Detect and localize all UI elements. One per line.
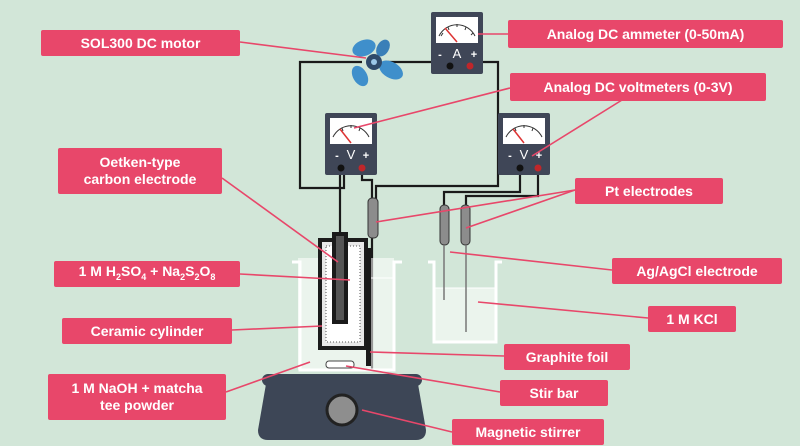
h2so4-part: SO	[120, 262, 142, 279]
voltmeter-right-minus-terminal	[516, 164, 524, 172]
label-ceramic-cylinder: Ceramic cylinder	[62, 318, 232, 344]
ammeter-symbol: A	[453, 46, 462, 61]
label-agcl-electrode: Ag/AgCl electrode	[612, 258, 782, 284]
label-pt-electrodes: Pt electrodes	[575, 178, 723, 204]
h2so4-sub: 8	[210, 271, 216, 282]
voltmeter-left-minus-terminal	[337, 164, 345, 172]
voltmeter-right-minus-sign: -	[508, 150, 512, 162]
label-naoh-matcha: 1 M NaOH + matcha tee powder	[48, 374, 226, 420]
label-dc-motor-text: SOL300 DC motor	[80, 34, 201, 51]
h2so4-part: O	[199, 262, 211, 279]
label-stir-bar: Stir bar	[500, 380, 608, 406]
voltmeter-left-plus-sign: +	[363, 150, 369, 162]
h2so4-part: 1 M H	[78, 262, 116, 279]
label-naoh-line2: tee powder	[100, 397, 174, 413]
ammeter-minus-terminal	[446, 62, 454, 70]
wires	[298, 60, 540, 370]
stirrer-knob-icon	[325, 393, 359, 427]
label-oetken-line2: carbon electrode	[83, 171, 197, 187]
carbon-electrode	[332, 232, 348, 324]
voltmeter-left-plus-terminal	[358, 164, 366, 172]
h2so4-sub: 4	[141, 271, 147, 282]
voltmeter-right: V - +	[498, 113, 550, 175]
beaker-small	[428, 260, 502, 344]
ag-agcl-electrode	[439, 204, 450, 300]
label-graphite-text: Graphite foil	[525, 348, 609, 365]
label-agcl-text: Ag/AgCl electrode	[636, 262, 758, 279]
label-stirrer-text: Magnetic stirrer	[475, 423, 581, 440]
label-oetken-line1: Oetken-type	[99, 154, 181, 170]
pt-electrode-left	[367, 197, 379, 239]
voltmeter-right-plus-sign: +	[536, 150, 542, 162]
ammeter: A - +	[431, 12, 483, 74]
label-h2so4: 1 M H2SO4 + Na2S2O8	[54, 261, 240, 287]
pointer-lines	[221, 33, 649, 433]
ammeter-plus-terminal	[466, 62, 474, 70]
label-kcl-text: 1 M KCl	[666, 310, 718, 327]
voltmeter-right-plus-terminal	[534, 164, 542, 172]
label-pt-text: Pt electrodes	[605, 182, 693, 199]
label-h2so4-text: 1 M H2SO4 + Na2S2O8	[79, 263, 216, 286]
label-oetken-electrode: Oetken-type carbon electrode	[58, 148, 222, 194]
label-graphite-foil: Graphite foil	[504, 344, 630, 370]
graphite-foil	[366, 248, 371, 366]
voltmeter-left-minus-sign: -	[335, 150, 339, 162]
voltmeter-left: V - +	[325, 113, 377, 175]
label-stirbar-text: Stir bar	[529, 384, 579, 401]
dc-motor-fan-icon	[351, 39, 403, 87]
beaker-large	[292, 258, 402, 372]
label-voltmeters-text: Analog DC voltmeters (0-3V)	[543, 78, 733, 95]
pt-electrode-right	[460, 204, 471, 332]
label-naoh-line1: 1 M NaOH + matcha	[71, 380, 203, 396]
ammeter-plus-sign: +	[471, 49, 477, 61]
h2so4-sub: 2	[180, 271, 186, 282]
ammeter-minus-sign: -	[438, 49, 442, 61]
h2so4-part: + Na	[146, 262, 181, 279]
label-voltmeters: Analog DC voltmeters (0-3V)	[510, 73, 766, 101]
magnetic-stirrer	[258, 374, 426, 440]
label-ammeter-text: Analog DC ammeter (0-50mA)	[546, 25, 745, 42]
h2so4-sub: 2	[115, 271, 121, 282]
label-dc-motor: SOL300 DC motor	[41, 30, 240, 56]
label-magnetic-stirrer: Magnetic stirrer	[452, 419, 604, 445]
h2so4-sub: 2	[194, 271, 200, 282]
label-ammeter: Analog DC ammeter (0-50mA)	[508, 20, 783, 48]
voltmeter-right-symbol: V	[520, 147, 529, 162]
h2so4-part: S	[185, 262, 195, 279]
voltmeter-left-symbol: V	[347, 147, 356, 162]
label-ceramic-text: Ceramic cylinder	[90, 322, 204, 339]
label-kcl: 1 M KCl	[648, 306, 736, 332]
